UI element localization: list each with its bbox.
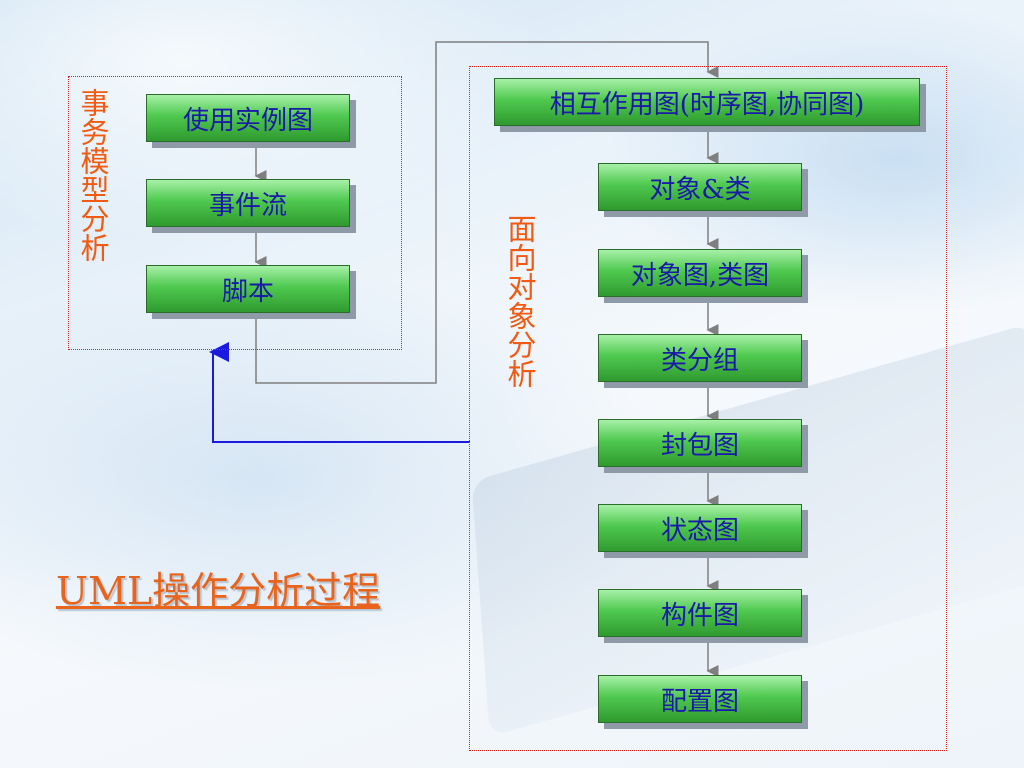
business-model-analysis-label: 事务模型分析 xyxy=(76,88,110,262)
step-use-case-diagram: 使用实例图 xyxy=(146,94,350,142)
connector-script-to-interaction xyxy=(255,41,719,384)
business-model-analysis-frame xyxy=(68,76,402,350)
object-oriented-analysis-frame xyxy=(469,66,947,751)
step-interaction-diagram: 相互作用图(时序图,协同图) xyxy=(494,78,920,126)
step-class-grouping: 类分组 xyxy=(598,334,802,382)
step-package-diagram: 封包图 xyxy=(598,419,802,467)
step-objects-classes: 对象&类 xyxy=(598,163,802,211)
step-event-flow: 事件流 xyxy=(146,179,350,227)
step-script: 脚本 xyxy=(146,265,350,313)
step-deployment-diagram: 配置图 xyxy=(598,675,802,723)
feedback-arrow xyxy=(209,342,470,443)
step-state-diagram: 状态图 xyxy=(598,504,802,552)
slide-title: UML操作分析过程 xyxy=(56,569,381,613)
step-object-class-diagram: 对象图,类图 xyxy=(598,249,802,297)
object-oriented-analysis-label: 面向对象分析 xyxy=(503,214,537,388)
step-component-diagram: 构件图 xyxy=(598,589,802,637)
